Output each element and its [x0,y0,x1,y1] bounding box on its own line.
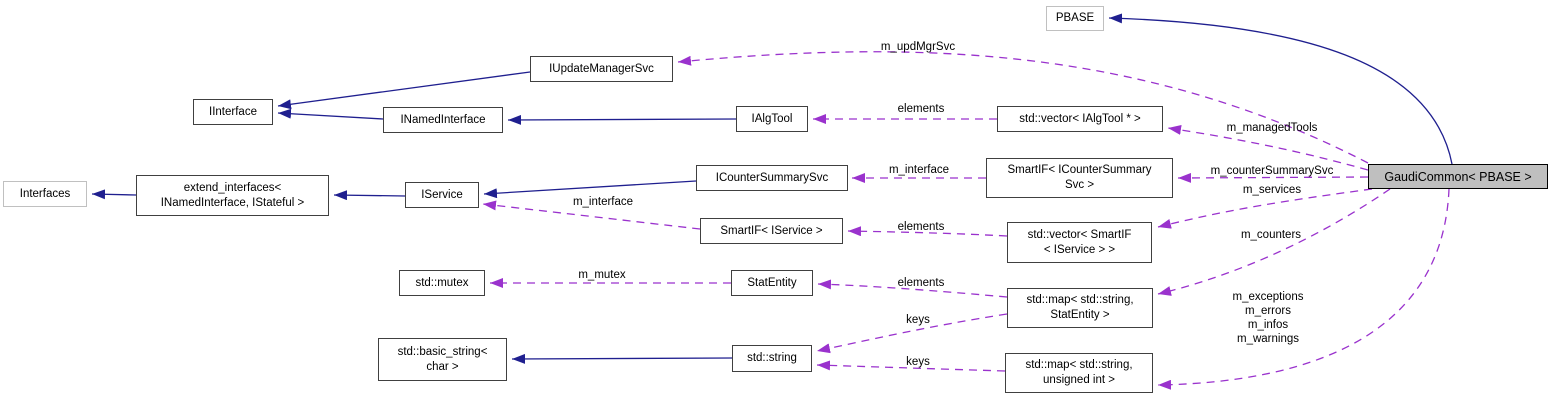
edge-usage-elements-counters [817,279,1008,298]
node-ialgtool[interactable]: IAlgTool [736,106,808,132]
node-vector-ialgtool[interactable]: std::vector< IAlgTool * > [997,106,1163,132]
edge-label-m-managedtools: m_managedTools [1226,122,1318,134]
node-label: GaudiCommon< PBASE > [1384,169,1532,184]
node-iupdatemanagersvc[interactable]: IUpdateManagerSvc [530,56,673,82]
node-label: Svc > [1064,179,1095,191]
node-label: std::vector< IAlgTool * > [1019,112,1141,125]
node-label: std::string [747,352,797,365]
node-label: < IService > > [1043,243,1116,256]
edge-label-m-exceptions-group: m_exceptions m_errors m_infos m_warnings [1233,290,1304,346]
node-iinterface[interactable]: IInterface [193,99,273,125]
edge-usage-elements-services [847,226,1008,237]
node-label: PBASE [1055,12,1095,25]
edge-label-m-exceptions: m_exceptions [1232,291,1304,303]
node-label: SmartIF< IService > [720,224,823,237]
node-iservice[interactable]: IService [405,182,479,208]
edge-label-m-mutex: m_mutex [578,269,626,281]
edge-label-m-counters: m_counters [1240,229,1302,241]
edge-inherit-inamedinterface-iinterface [277,108,384,120]
edge-label-elements-algtools: elements [897,103,945,115]
edge-usage-keys-counters [816,313,1008,354]
edge-inherit-iservice-extend-interfaces [333,190,406,201]
node-label: std::map< std::string, [1026,294,1134,307]
node-pbase[interactable]: PBASE [1046,6,1104,31]
node-label: IInterface [209,105,257,118]
node-label: ICounterSummarySvc [715,171,829,184]
edge-inherit-gaudicommon-pbase [1108,13,1453,165]
node-extend-interfaces[interactable]: extend_interfaces< INamedInterface, ISta… [136,175,329,216]
node-interfaces[interactable]: Interfaces [3,181,87,207]
node-label: INamedInterface, IStateful > [160,196,305,209]
node-label: Interfaces [19,187,71,200]
node-label: extend_interfaces< [183,181,282,194]
edge-inherit-iupdatemanagersvc-iinterface [277,71,531,110]
edge-inherit-extend-interfaces-interfaces [91,189,137,200]
node-label: std::map< std::string, [1025,359,1133,372]
node-map-string-statentity[interactable]: std::map< std::string, StatEntity > [1007,288,1153,328]
node-label: SmartIF< ICounterSummary [1007,164,1152,177]
node-icountersummarysvc[interactable]: ICounterSummarySvc [696,165,848,191]
edge-usage-m-managedtools [1167,125,1369,171]
edge-label-m-interface-counter: m_interface [888,164,950,176]
node-statentity[interactable]: StatEntity [731,270,813,296]
node-smartif-iservice[interactable]: SmartIF< IService > [700,218,843,244]
edge-usage-m-exceptions-group [1157,188,1450,390]
edge-usage-m-counters [1157,188,1391,296]
edge-usage-m-countersummarysvc [1177,172,1369,183]
edge-label-m-infos: m_infos [1247,319,1289,331]
edge-label-m-errors: m_errors [1244,305,1291,317]
edge-label-m-services: m_services [1242,184,1302,196]
node-map-string-unsigned[interactable]: std::map< std::string, unsigned int > [1005,353,1153,393]
edge-label-m-countersummarysvc: m_counterSummarySvc [1210,165,1334,177]
edge-label-m-warnings: m_warnings [1237,333,1299,345]
node-label: StatEntity [747,276,797,289]
node-inamedinterface[interactable]: INamedInterface [383,107,503,133]
edge-label-m-updmgrsvc: m_updMgrSvc [880,41,956,53]
edge-label-elements-counters: elements [897,277,945,289]
edge-inherit-stdstring-basicstring [511,353,733,364]
edge-inherit-ialgtool-inamedinterface [507,114,737,125]
edge-label-keys-counters: keys [906,314,930,326]
node-label: std::vector< SmartIF [1027,228,1132,241]
node-label: IService [421,188,463,201]
node-std-mutex[interactable]: std::mutex [399,270,485,296]
node-label: char > [426,360,459,373]
edge-inherit-icountersummarysvc-iservice [483,180,697,199]
edge-label-m-interface-service: m_interface [572,196,634,208]
edge-usage-m-interface-service [482,200,701,230]
node-label: StatEntity > [1050,309,1110,321]
edge-label-elements-services: elements [897,221,945,233]
node-smartif-icountersummarysvc[interactable]: SmartIF< ICounterSummary Svc > [986,158,1173,198]
node-gaudicommon[interactable]: GaudiCommon< PBASE > [1368,164,1548,189]
node-label: INamedInterface [400,113,486,126]
edge-usage-m-services [1157,188,1373,229]
edge-usage-m-updmgrsvc [677,51,1369,164]
node-vector-smartif-iservice[interactable]: std::vector< SmartIF < IService > > [1007,222,1152,263]
edge-label-keys-unsigned: keys [906,356,930,368]
node-std-string[interactable]: std::string [732,345,812,372]
node-label: IAlgTool [751,112,793,125]
node-std-basic-string[interactable]: std::basic_string< char > [378,338,507,381]
node-label: unsigned int > [1043,374,1115,386]
node-label: std::mutex [415,276,469,289]
node-label: IUpdateManagerSvc [549,62,654,75]
node-label: std::basic_string< [397,345,488,358]
